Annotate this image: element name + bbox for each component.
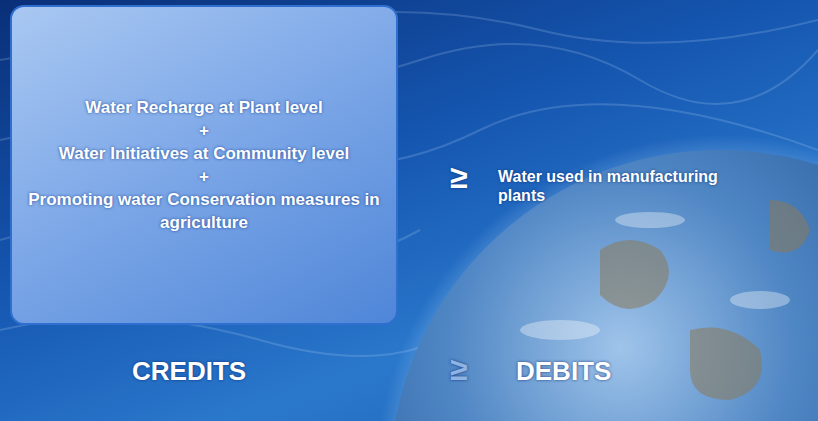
- earth-land: [600, 200, 810, 400]
- debits-heading: DEBITS: [516, 356, 611, 387]
- plus-sign: +: [199, 119, 209, 142]
- credits-box: Water Recharge at Plant level+Water Init…: [10, 5, 398, 325]
- earth-glow: [375, 135, 818, 421]
- comparison-symbol: ≥: [450, 350, 468, 388]
- credit-item: Promoting water Conservation measures in…: [26, 188, 382, 234]
- earth-globe: [390, 150, 818, 421]
- credit-item: Water Recharge at Plant level: [85, 96, 322, 119]
- credits-heading: CREDITS: [132, 356, 246, 387]
- earth-clouds: [520, 212, 790, 340]
- credit-item: Water Initiatives at Community level: [59, 142, 349, 165]
- plus-sign: +: [199, 165, 209, 188]
- debit-description: Water used in manufacturing plants: [498, 167, 728, 205]
- comparison-symbol: ≥: [450, 158, 468, 196]
